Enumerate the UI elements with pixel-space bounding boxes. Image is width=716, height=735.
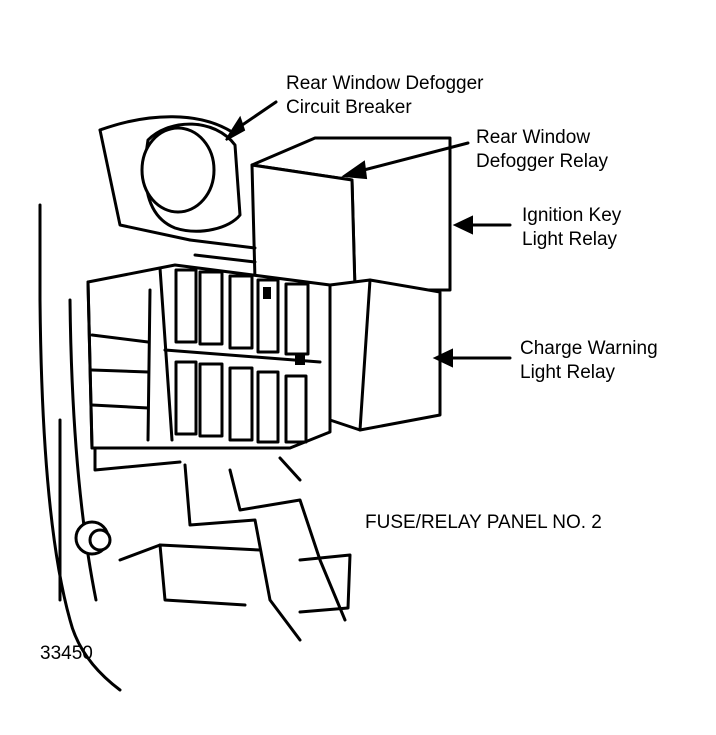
ignition-relay-label-line1: Ignition Key [522,205,622,226]
bolt-shape [74,520,112,556]
figure-number: 33450 [40,643,93,664]
charge-relay-shape [328,278,442,432]
circuit-breaker-shape [140,122,242,233]
ignition-relay-label-line2: Light Relay [522,229,618,250]
circuit-breaker-label: Rear Window Defogger Circuit Breaker [286,72,483,120]
defogger-relay-arrow [341,141,470,180]
ignition-relay-label: Ignition Key Light Relay [522,204,621,252]
wire-harness-shape [93,446,352,642]
circuit-breaker-label-line1: Rear Window Defogger [286,73,484,94]
panel-title: FUSE/RELAY PANEL NO. 2 [365,512,602,533]
circuit-breaker-label-line2: Circuit Breaker [286,97,412,118]
dash-trim-outline [38,115,234,692]
charge-relay-label-line1: Charge Warning [520,338,658,359]
defogger-relay-shape [188,136,452,292]
circuit-breaker-arrow [225,100,278,141]
defogger-relay-label-line1: Rear Window [476,127,591,148]
fuse-block-shape [86,263,332,450]
ignition-relay-arrow [452,215,512,235]
defogger-relay-label: Rear Window Defogger Relay [476,126,608,174]
charge-relay-label-line2: Light Relay [520,362,616,383]
defogger-relay-label-line2: Defogger Relay [476,151,609,172]
charge-relay-arrow [432,348,512,368]
charge-relay-label: Charge Warning Light Relay [520,337,658,385]
